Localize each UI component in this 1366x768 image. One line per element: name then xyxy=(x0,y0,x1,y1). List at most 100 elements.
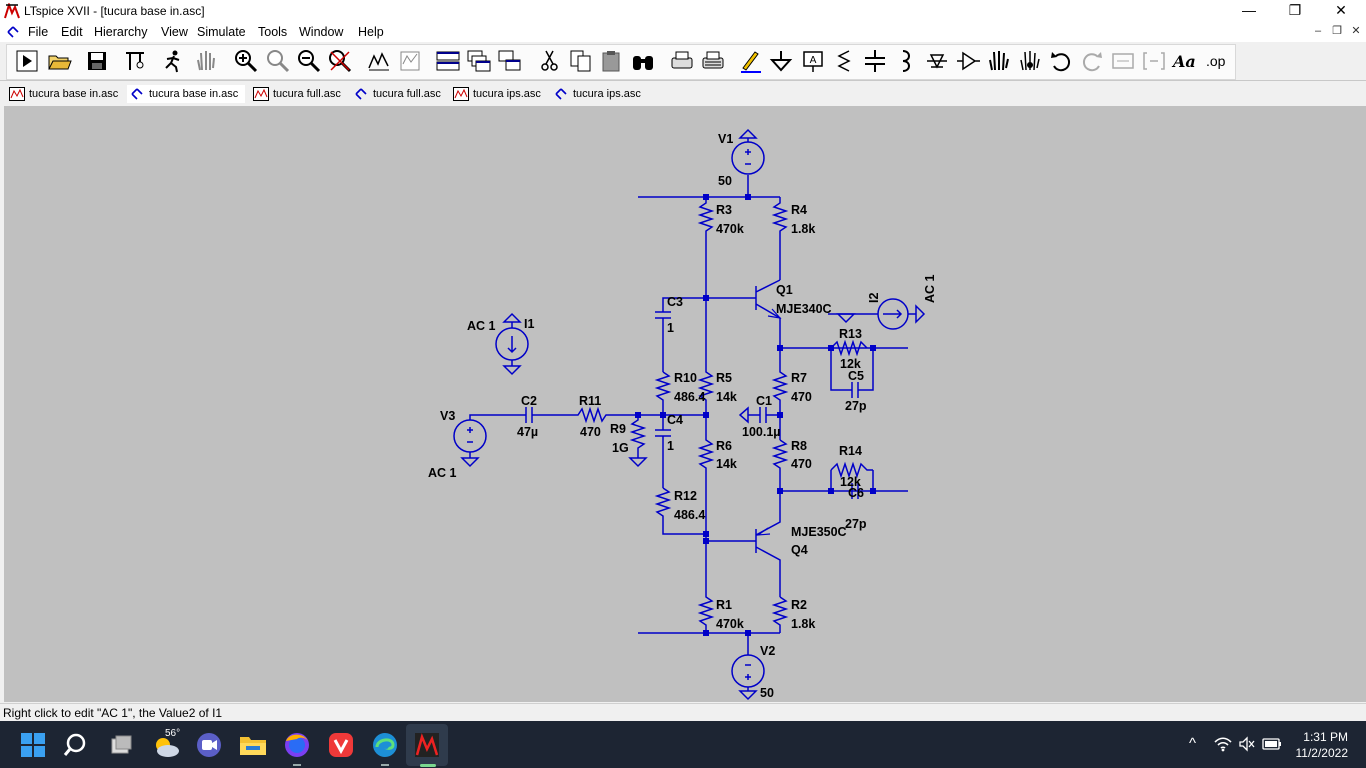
start-icon[interactable] xyxy=(17,729,49,761)
menu-view[interactable]: View xyxy=(161,25,188,39)
zoom-in-icon[interactable] xyxy=(233,48,259,74)
component-icon[interactable] xyxy=(955,48,981,74)
edge-icon[interactable] xyxy=(369,729,401,761)
volume-muted-icon[interactable] xyxy=(1238,736,1256,752)
label-c3[interactable]: C3 xyxy=(667,295,683,309)
inductor-icon[interactable] xyxy=(893,48,919,74)
value-q1[interactable]: MJE340C xyxy=(776,302,832,316)
waveform-settings-icon[interactable] xyxy=(397,48,423,74)
autorange-icon[interactable] xyxy=(366,48,392,74)
label-v2[interactable]: V2 xyxy=(760,644,775,658)
value-c3[interactable]: 1 xyxy=(667,321,674,335)
label-c4[interactable]: C4 xyxy=(667,413,683,427)
restore-button[interactable]: ❐ xyxy=(1288,2,1302,18)
ltspice-app-icon[interactable] xyxy=(4,3,20,19)
label-r9[interactable]: R9 xyxy=(610,422,626,436)
print-preview-icon[interactable] xyxy=(700,48,726,74)
find-icon[interactable] xyxy=(630,48,656,74)
value-r13[interactable]: 12k xyxy=(840,357,861,371)
task-view-icon[interactable] xyxy=(105,729,137,761)
menu-hierarchy[interactable]: Hierarchy xyxy=(94,25,148,39)
vivaldi-icon[interactable] xyxy=(325,729,357,761)
print-icon[interactable] xyxy=(669,48,695,74)
value-r12[interactable]: 486.4 xyxy=(674,508,705,522)
control-panel-icon[interactable] xyxy=(122,48,148,74)
firefox-icon[interactable] xyxy=(281,729,313,761)
value-r5[interactable]: 14k xyxy=(716,390,737,404)
label-c1[interactable]: C1 xyxy=(756,394,772,408)
value-r2[interactable]: 1.8k xyxy=(791,617,815,631)
mirror-icon[interactable] xyxy=(1141,48,1167,74)
menu-help[interactable]: Help xyxy=(358,25,384,39)
tab-tucura-ips-schematic[interactable]: tucura ips.asc xyxy=(551,85,647,103)
label-r5[interactable]: R5 xyxy=(716,371,732,385)
ground-icon[interactable] xyxy=(768,48,794,74)
label-i2[interactable]: I2 xyxy=(867,293,881,303)
teams-icon[interactable] xyxy=(193,729,225,761)
label-r13[interactable]: R13 xyxy=(839,327,862,341)
value-c5[interactable]: 27p xyxy=(845,399,867,413)
menu-file[interactable]: File xyxy=(28,25,49,39)
zoom-fit-icon[interactable] xyxy=(327,48,353,74)
label-c5[interactable]: C5 xyxy=(848,369,864,383)
battery-icon[interactable] xyxy=(1262,737,1282,751)
label-r6[interactable]: R6 xyxy=(716,439,732,453)
label-r8[interactable]: R8 xyxy=(791,439,807,453)
value-v1[interactable]: 50 xyxy=(718,174,732,188)
value-r11[interactable]: 470 xyxy=(580,425,601,439)
value-c4[interactable]: 1 xyxy=(667,439,674,453)
value-r1[interactable]: 470k xyxy=(716,617,744,631)
menu-window[interactable]: Window xyxy=(299,25,344,39)
capacitor-icon[interactable] xyxy=(862,48,888,74)
text-icon[interactable]: Aa xyxy=(1173,52,1196,71)
zoom-out-icon[interactable] xyxy=(296,48,322,74)
value-r7[interactable]: 470 xyxy=(791,390,812,404)
cascade-icon[interactable] xyxy=(466,48,492,74)
menu-tools[interactable]: Tools xyxy=(258,25,288,39)
zoom-area-icon[interactable] xyxy=(265,48,291,74)
label-r10[interactable]: R10 xyxy=(674,371,697,385)
tab-tucura-full-schematic[interactable]: tucura full.asc xyxy=(351,85,445,103)
label-r14[interactable]: R14 xyxy=(839,444,862,458)
label-q4[interactable]: Q4 xyxy=(791,543,808,557)
value-r6[interactable]: 14k xyxy=(716,457,737,471)
value-i2[interactable]: AC 1 xyxy=(923,274,937,303)
value-c1[interactable]: 100.1µ xyxy=(742,425,780,439)
label-v1[interactable]: V1 xyxy=(718,132,733,146)
label-r3[interactable]: R3 xyxy=(716,203,732,217)
mdi-minimize-button[interactable]: – xyxy=(1314,25,1322,37)
value-q4[interactable]: MJE350C xyxy=(791,525,847,539)
value-r10[interactable]: 486.4 xyxy=(674,390,705,404)
pan-icon[interactable] xyxy=(193,48,219,74)
draw-wire-icon[interactable] xyxy=(738,48,764,74)
value-v2[interactable]: 50 xyxy=(760,686,774,700)
label-i1[interactable]: I1 xyxy=(524,317,534,331)
label-net-icon[interactable]: A xyxy=(800,48,826,74)
document-icon[interactable] xyxy=(6,25,20,39)
wifi-icon[interactable] xyxy=(1214,736,1232,752)
menu-simulate[interactable]: Simulate xyxy=(197,25,246,39)
close-button[interactable]: ✕ xyxy=(1335,2,1347,18)
tray-chevron-icon[interactable]: ^ xyxy=(1189,735,1197,752)
value-r4[interactable]: 1.8k xyxy=(791,222,815,236)
label-c2[interactable]: C2 xyxy=(521,394,537,408)
menu-edit[interactable]: Edit xyxy=(61,25,83,39)
label-r2[interactable]: R2 xyxy=(791,598,807,612)
clock[interactable]: 1:31 PM 11/2/2022 xyxy=(1296,729,1349,761)
cut-icon[interactable] xyxy=(537,48,563,74)
tile-horizontal-icon[interactable] xyxy=(435,48,461,74)
drag-icon[interactable] xyxy=(1017,48,1043,74)
search-icon[interactable] xyxy=(61,729,93,761)
label-r7[interactable]: R7 xyxy=(791,371,807,385)
paste-icon[interactable] xyxy=(599,48,625,74)
label-r1[interactable]: R1 xyxy=(716,598,732,612)
value-r14[interactable]: 12k xyxy=(840,475,861,489)
label-r12[interactable]: R12 xyxy=(674,489,697,503)
diode-icon[interactable] xyxy=(924,48,950,74)
mdi-close-button[interactable]: ✕ xyxy=(1351,25,1361,37)
value-r9[interactable]: 1G xyxy=(612,441,629,455)
tab-tucura-base-in-waveform[interactable]: tucura base in.asc xyxy=(7,85,125,103)
resistor-icon[interactable] xyxy=(831,48,857,74)
file-explorer-icon[interactable] xyxy=(237,729,269,761)
tab-tucura-base-in-schematic[interactable]: tucura base in.asc xyxy=(127,85,245,103)
